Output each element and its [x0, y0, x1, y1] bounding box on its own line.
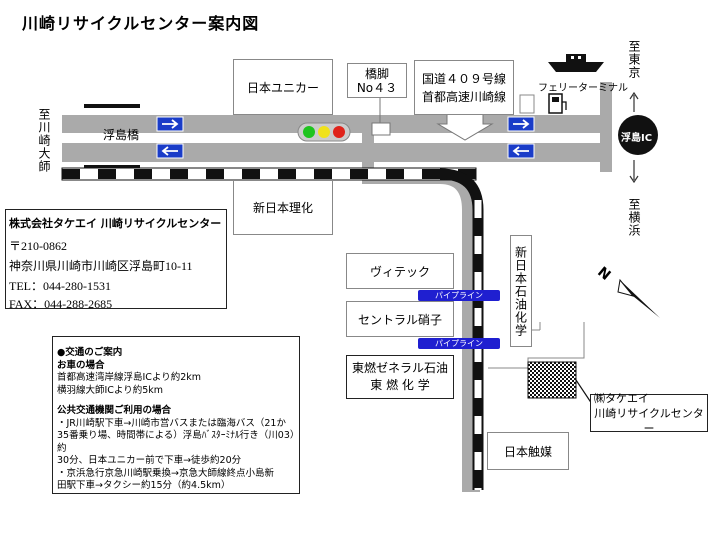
access-info-box: ●交通のご案内 お車の場合 首都高速湾岸線浮島ICより約2km 横羽線大師ICよ… [52, 336, 300, 494]
access-car-line2: 横羽線大師ICより約5km [57, 384, 164, 396]
shuto-kawasaki-label: 首都高速川崎線 [421, 89, 506, 104]
nihon-unicar-label: 日本ユニカー [246, 80, 319, 95]
site-line1: ㈱タケエイ [594, 391, 649, 405]
shin-nihon-rika-building: 新日本理化 [233, 180, 333, 235]
plant-boundary [488, 322, 585, 369]
company-info-box: 株式会社タケエイ 川崎リサイクルセンター 〒210-0862 神奈川県川崎市川崎… [5, 209, 227, 311]
gas-station-icon [548, 93, 567, 114]
shin-nihon-rika-label: 新日本理化 [252, 201, 313, 215]
compass-icon [617, 278, 660, 318]
to-kawasaki-daishi-label: 至川崎大師 [37, 108, 51, 173]
access-transit-heading: 公共交通機関ご利用の場合 [57, 405, 172, 416]
access-car-line1: 首都高速湾岸線浮島ICより約2km [57, 372, 202, 383]
tonen-building: 東燃ゼネラル石油 東 燃 化 学 [346, 355, 454, 399]
arrow-down-icon [629, 160, 639, 184]
ukishima-ic-label: 浮島IC [621, 133, 653, 144]
pipeline-label-2: パイプライン [418, 338, 500, 349]
recycling-center-label-box: ㈱タケエイ 川崎リサイクルセンター [590, 391, 708, 435]
access-transit-line2: 35番乗り場、時間帯による）浮島ﾊﾞｽﾀｰﾐﾅﾙ行き（川03）約 [57, 430, 295, 454]
bridge-pier-line2: No４３ [356, 80, 398, 95]
access-transit-line5: 田駅下車→タクシー約15分（約4.5km） [57, 480, 231, 491]
small-building [519, 94, 535, 114]
site-line2: 川崎リサイクルセンター [594, 406, 704, 435]
company-tel: TEL：044-280-1531 [9, 279, 111, 293]
railway-horizontal [61, 167, 477, 181]
nihon-shokubai-label: 日本触媒 [503, 444, 552, 459]
ukishima-bridge-label: 浮島橋 [103, 128, 140, 142]
ukishima-ic-marker [618, 115, 658, 155]
access-transit-line3: 30分、日本ユニカー前で下車→徒歩約20分 [57, 455, 242, 466]
company-name: 株式会社タケエイ 川崎リサイクルセンター [9, 217, 222, 230]
nihon-shokubai-building: 日本触媒 [487, 432, 569, 470]
arrow-up-icon [629, 91, 639, 112]
access-transit-line4: ・京浜急行京急川崎駅乗換→京急大師線終点小島新 [57, 467, 274, 479]
company-address: 神奈川県川崎市川崎区浮島町10-11 [9, 259, 193, 273]
access-transit-line1: ・JR川崎駅下車→川崎市営バスまたは臨海バス（21か [57, 417, 286, 429]
pier-side-road [362, 115, 374, 175]
shin-nihon-sekiyu-label: 新日本石油化学 [513, 245, 528, 337]
company-fax: FAX：044-288-2685 [9, 297, 113, 311]
tonen-line2: 東 燃 化 学 [370, 378, 430, 392]
central-glass-label: セントラル硝子 [357, 312, 442, 327]
recycling-center-site [527, 361, 577, 399]
route409-label: 国道４０９号線 [421, 71, 506, 86]
traffic-light-red [333, 126, 345, 138]
to-yokohama-label: 至横浜 [627, 198, 641, 237]
pipeline-label-1: パイプライン [418, 290, 500, 301]
to-tokyo-label: 至東京 [627, 40, 641, 79]
direction-arrow-right-1 [156, 116, 184, 132]
direction-arrow-left-2 [507, 143, 535, 159]
ic-access-road [600, 82, 612, 172]
nihon-unicar-building: 日本ユニカー [233, 59, 333, 115]
route409-box: 国道４０９号線 首都高速川崎線 [414, 60, 514, 115]
lane-bar-lower [84, 165, 140, 168]
traffic-light-yellow [318, 126, 330, 138]
company-postal: 〒210-0862 [9, 239, 67, 253]
vitec-building: ヴィテック [346, 253, 454, 289]
access-car-heading: お車の場合 [57, 359, 105, 371]
central-glass-building: セントラル硝子 [346, 301, 454, 337]
direction-arrow-left-1 [156, 143, 184, 159]
access-heading: ●交通のご案内 [57, 347, 123, 358]
map-title: 川崎リサイクルセンター案内図 [22, 14, 260, 33]
shin-nihon-sekiyu-building: 新日本石油化学 [510, 235, 532, 347]
bridge-pier-box: 橋脚 No４３ [347, 63, 407, 98]
tonen-line1: 東燃ゼネラル石油 [351, 361, 448, 375]
ferry-icon [548, 54, 604, 72]
direction-arrow-right-2 [507, 116, 535, 132]
bridge-pier-line1: 橋脚 [364, 66, 389, 81]
vitec-label: ヴィテック [369, 264, 430, 279]
lane-bar-upper [84, 104, 140, 108]
traffic-light-green [303, 126, 315, 138]
site-pointer [575, 379, 593, 405]
bridge-pier-marker [371, 122, 391, 136]
ferry-terminal-label: フェリーターミナル [538, 83, 628, 94]
